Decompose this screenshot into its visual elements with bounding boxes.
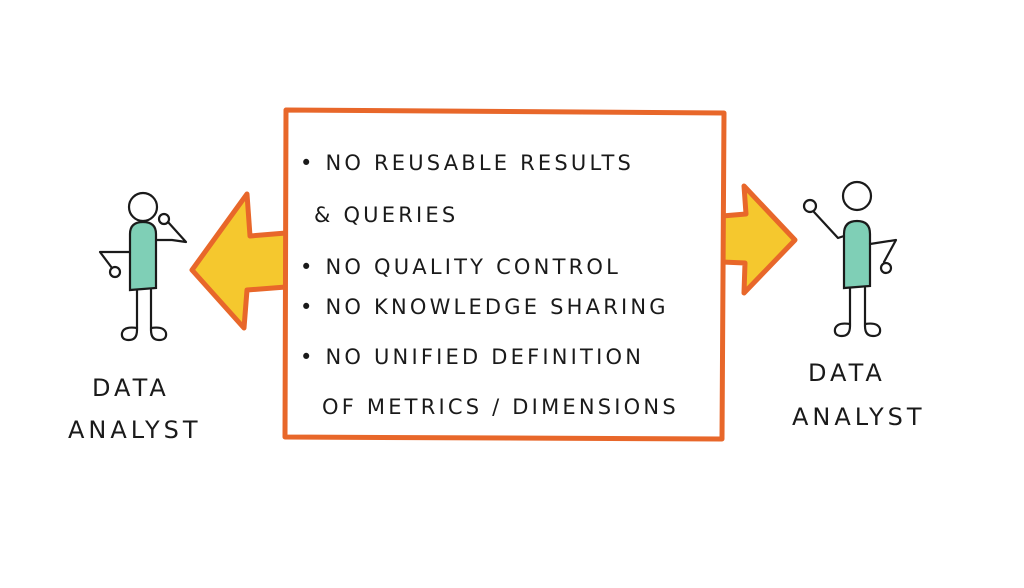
left-analyst-figure — [98, 191, 188, 342]
left-analyst-left-foot — [120, 326, 139, 342]
right-analyst-right-foot — [863, 322, 882, 338]
right-analyst-label-line1: DATA — [808, 359, 886, 387]
issue-line-1: • NO REUSABLE RESULTS — [300, 151, 634, 175]
left-analyst-label-line1: DATA — [92, 374, 170, 402]
right-analyst-right-hand — [879, 261, 893, 275]
left-analyst-label-line2: ANALYST — [68, 416, 202, 444]
right-analyst-body — [842, 219, 872, 290]
issue-line-6: OF METRICS / DIMENSIONS — [322, 395, 679, 419]
left-analyst-label: DATA ANALYST — [68, 374, 202, 444]
left-analyst-right-arm — [154, 220, 188, 244]
right-analyst-head — [841, 180, 873, 212]
right-analyst-left-foot — [833, 322, 852, 338]
left-analyst-right-hand — [157, 212, 171, 226]
right-analyst-figure — [802, 180, 898, 338]
right-analyst-left-arm — [812, 210, 846, 240]
issue-line-4: • NO KNOWLEDGE SHARING — [300, 295, 669, 319]
issue-line-2: & QUERIES — [314, 203, 458, 227]
issues-list: • NO REUSABLE RESULTS & QUERIES • NO QUA… — [300, 151, 679, 419]
right-analyst-label: DATA ANALYST — [792, 359, 926, 431]
right-analyst-right-arm — [868, 238, 898, 264]
issue-line-5: • NO UNIFIED DEFINITION — [300, 345, 644, 369]
left-analyst-left-hand — [108, 265, 122, 279]
left-arrow — [189, 191, 289, 331]
left-analyst-left-arm — [98, 250, 132, 270]
right-analyst-left-hand — [802, 198, 818, 214]
left-analyst-body — [128, 220, 158, 292]
right-analyst-label-line2: ANALYST — [792, 403, 926, 431]
issue-line-3: • NO QUALITY CONTROL — [300, 255, 621, 279]
issues-box — [282, 107, 727, 442]
left-analyst-right-foot — [149, 326, 168, 342]
left-analyst-head — [127, 191, 159, 223]
right-arrow — [719, 183, 798, 296]
